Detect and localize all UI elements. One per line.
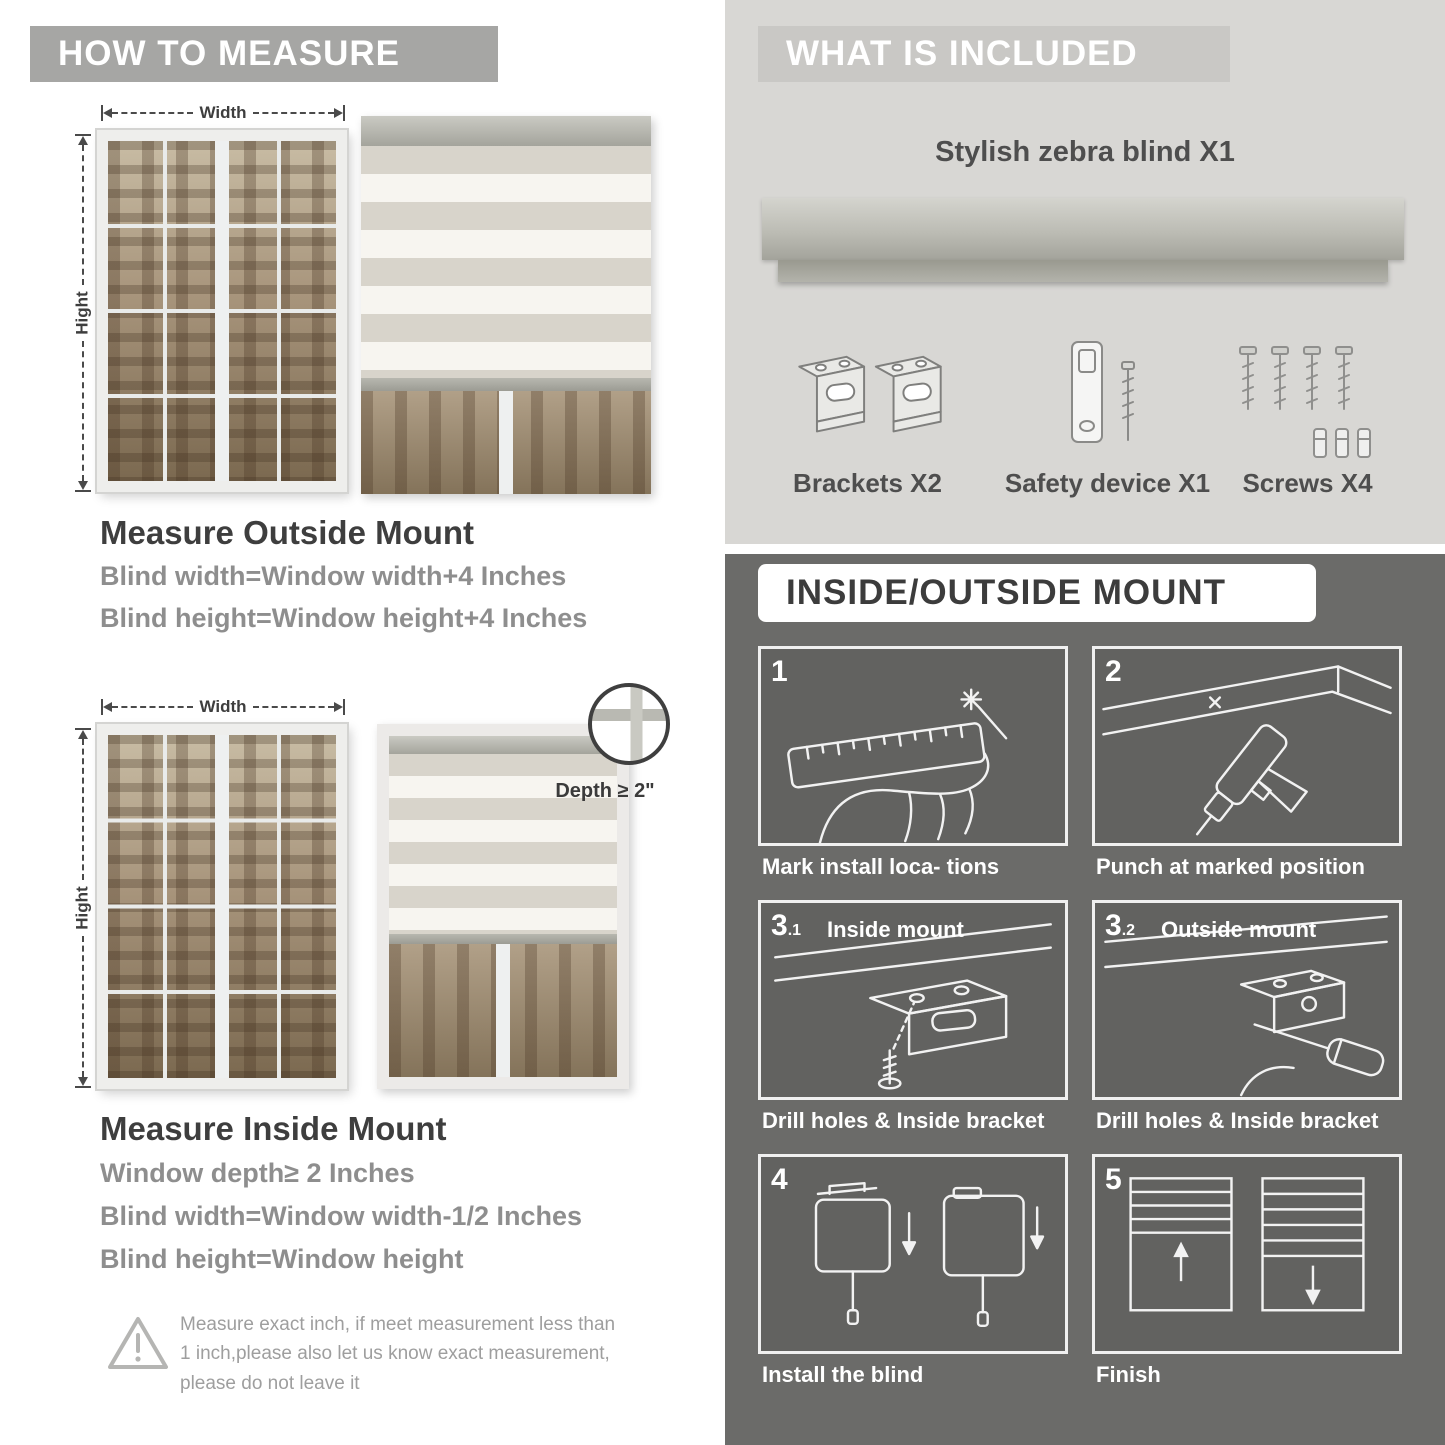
window-illustration bbox=[97, 130, 347, 492]
warning-icon bbox=[108, 1317, 168, 1369]
zebra-blind-inside-illustration bbox=[377, 724, 629, 1089]
install-blind-illustration bbox=[814, 1181, 1045, 1327]
depth-callout-circle bbox=[588, 683, 670, 765]
blind-bottom-rail bbox=[361, 378, 651, 391]
outside-bracket-illustration bbox=[1104, 915, 1388, 1097]
inside-mount-formula-height: Blind height=Window height bbox=[100, 1244, 464, 1274]
step-title: Outside mount bbox=[1161, 917, 1317, 942]
inside-mount-formula-width: Blind width=Window width-1/2 Inches bbox=[100, 1201, 583, 1231]
window-illustration bbox=[97, 724, 347, 1089]
brackets-icon bbox=[798, 355, 942, 433]
step-title: Inside mount bbox=[827, 917, 964, 942]
width-dimension-arrow: Width bbox=[101, 103, 345, 122]
inside-bracket-illustration bbox=[774, 923, 1052, 1090]
safety-device-label: Safety device X1 bbox=[1004, 468, 1211, 498]
step-number: 4 bbox=[771, 1163, 788, 1196]
inside-mount-title: Measure Inside Mount bbox=[100, 1110, 447, 1147]
drill-illustration bbox=[1102, 665, 1392, 836]
height-label: Hight bbox=[73, 886, 92, 930]
step-panel-5: 5 bbox=[1092, 1154, 1402, 1354]
step-number: 1 bbox=[771, 655, 788, 688]
step-panel-2: 2 bbox=[1092, 646, 1402, 846]
step-caption-1: Mark install loca- tions bbox=[762, 854, 1000, 879]
step-number: 3 bbox=[1105, 909, 1122, 942]
step-panel-3-2: 3.2 Outside mount bbox=[1092, 900, 1402, 1100]
step-panel-1: 1 bbox=[758, 646, 1068, 846]
width-label: Width bbox=[199, 697, 247, 716]
outside-mount-figure: Width Hight bbox=[73, 100, 655, 495]
step-panel-4: 4 bbox=[758, 1154, 1068, 1354]
mount-instructions-section: INSIDE/OUTSIDE MOUNT 1 bbox=[725, 554, 1445, 1445]
blind-stripes bbox=[361, 146, 651, 378]
zebra-blind-product-label: Stylish zebra blind X1 bbox=[935, 136, 1235, 168]
height-dimension-arrow: Hight bbox=[73, 134, 93, 492]
step-caption-4: Install the blind bbox=[762, 1362, 924, 1387]
width-label: Width bbox=[199, 103, 247, 122]
blind-headrail-illustration bbox=[762, 198, 1404, 260]
mount-header: INSIDE/OUTSIDE MOUNT bbox=[758, 564, 1316, 622]
outside-mount-formula-height: Blind height=Window height+4 Inches bbox=[100, 603, 588, 633]
screws-icon bbox=[1239, 346, 1371, 458]
step-caption-3-1: Drill holes & Inside bracket bbox=[762, 1108, 1045, 1133]
blind-stripes bbox=[389, 754, 617, 934]
outside-mount-formula-width: Blind width=Window width+4 Inches bbox=[100, 561, 567, 591]
what-is-included-header: WHAT IS INCLUDED bbox=[758, 26, 1230, 82]
what-is-included-section: WHAT IS INCLUDED Stylish zebra blind X1 … bbox=[725, 0, 1445, 544]
blind-bottom-rail bbox=[389, 934, 617, 944]
blind-cassette bbox=[361, 116, 651, 146]
safety-device-icon bbox=[1071, 341, 1135, 443]
inside-mount-depth-rule: Window depth≥ 2 Inches bbox=[100, 1158, 415, 1188]
zebra-blind-outside-illustration bbox=[361, 116, 651, 494]
step-caption-5: Finish bbox=[1096, 1362, 1161, 1387]
window-glass bbox=[108, 735, 336, 1078]
brackets-label: Brackets X2 bbox=[793, 468, 942, 498]
step-number: 5 bbox=[1105, 1163, 1122, 1196]
warning-text: Measure exact inch, if meet measurement … bbox=[180, 1314, 616, 1394]
height-label: Hight bbox=[73, 291, 92, 335]
mark-location-illustration bbox=[787, 688, 1008, 843]
blind-cassette bbox=[389, 736, 617, 754]
window-below-blind bbox=[389, 944, 617, 1077]
step-panel-3-1: 3.1 Inside mount bbox=[758, 900, 1068, 1100]
screws-label: Screws X4 bbox=[1242, 468, 1373, 498]
step-caption-2: Punch at marked position bbox=[1096, 854, 1365, 879]
step-caption-3-2: Drill holes & Inside bracket bbox=[1096, 1108, 1379, 1133]
how-to-measure-header: HOW TO MEASURE bbox=[30, 26, 498, 82]
step-number: 3 bbox=[771, 909, 788, 942]
depth-callout-label: Depth ≥ 2" bbox=[555, 780, 655, 802]
width-dimension-arrow: Width bbox=[101, 697, 345, 716]
blind-headrail-lip bbox=[778, 260, 1388, 282]
inside-mount-figure: Width Hight Depth ≥ 2" bbox=[73, 683, 670, 1094]
window-glass bbox=[108, 141, 336, 481]
window-below-blind bbox=[361, 391, 651, 494]
height-dimension-arrow: Hight bbox=[73, 728, 93, 1088]
step-number: 2 bbox=[1105, 655, 1122, 688]
outside-mount-title: Measure Outside Mount bbox=[100, 514, 475, 551]
finish-illustration bbox=[1129, 1177, 1365, 1312]
